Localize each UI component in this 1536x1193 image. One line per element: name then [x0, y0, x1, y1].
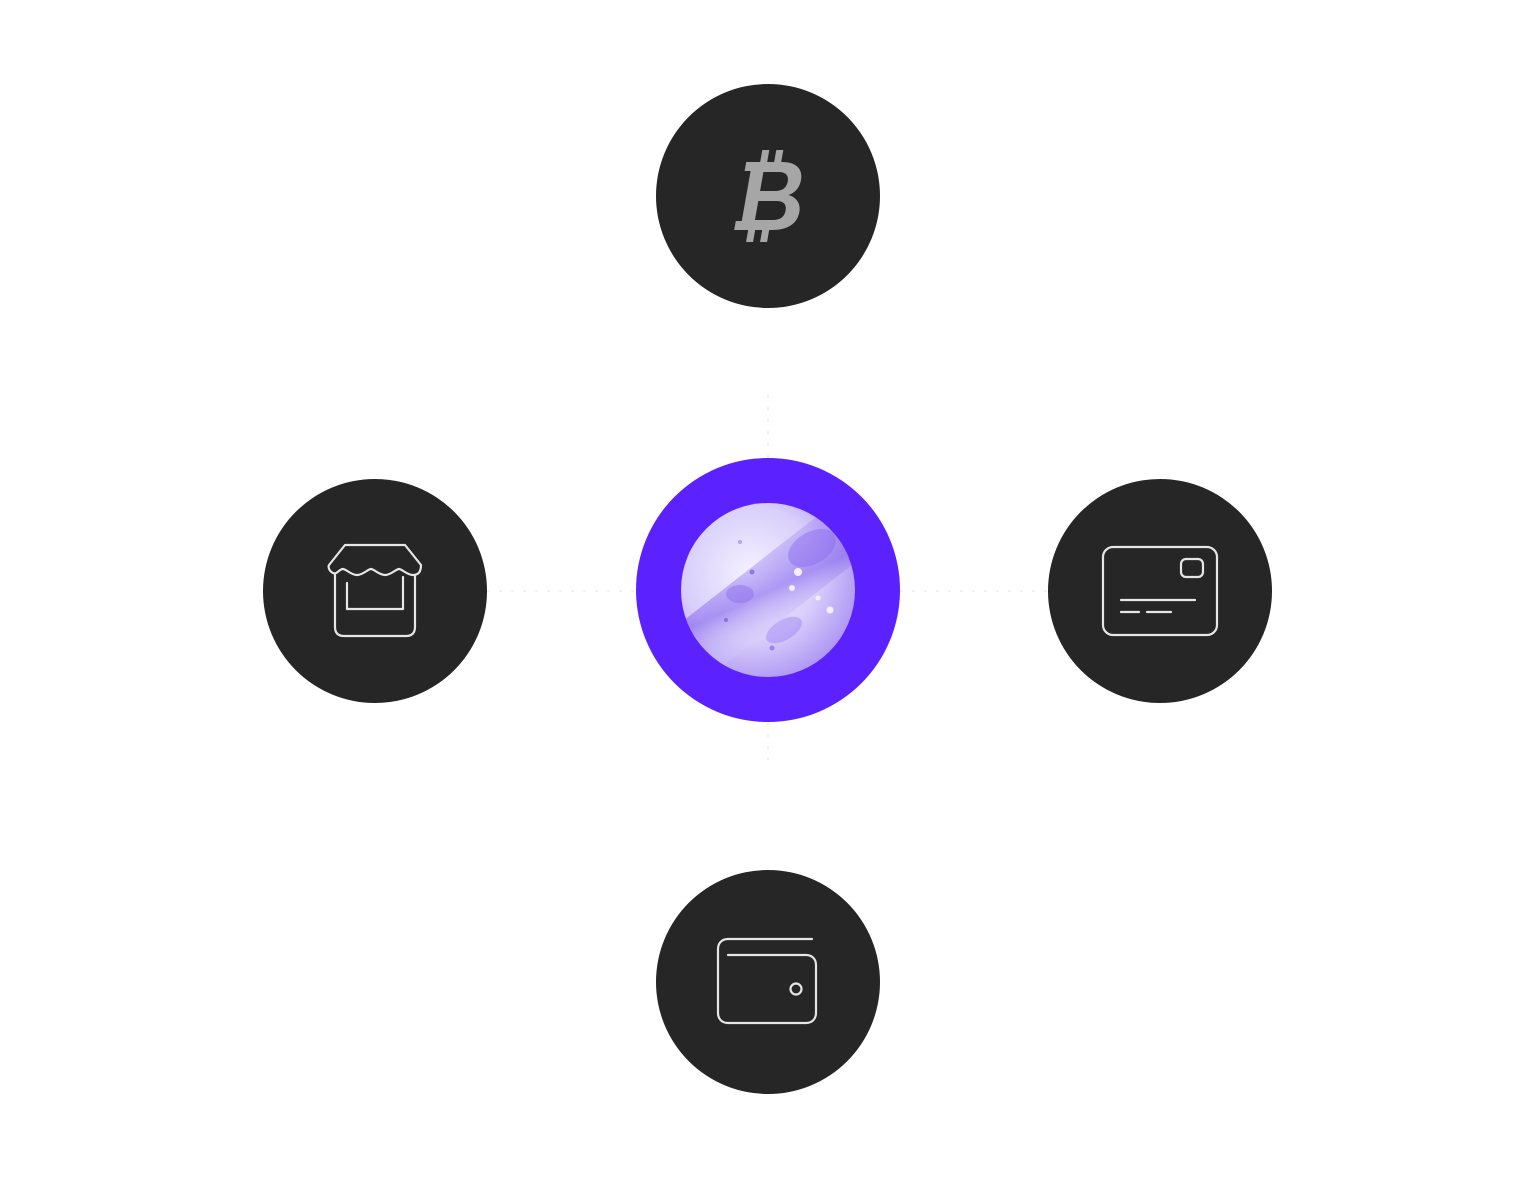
credit-card-node[interactable] — [1048, 479, 1272, 703]
credit-card-icon — [1101, 545, 1219, 637]
moon-globe-icon — [681, 503, 855, 677]
bitcoin-node[interactable] — [656, 84, 880, 308]
wallet-node[interactable] — [656, 870, 880, 1094]
wallet-icon — [716, 937, 818, 1025]
bitcoin-icon — [734, 150, 802, 242]
storefront-node[interactable] — [263, 479, 487, 703]
storefront-icon — [327, 543, 423, 638]
hub-node[interactable] — [636, 458, 900, 722]
